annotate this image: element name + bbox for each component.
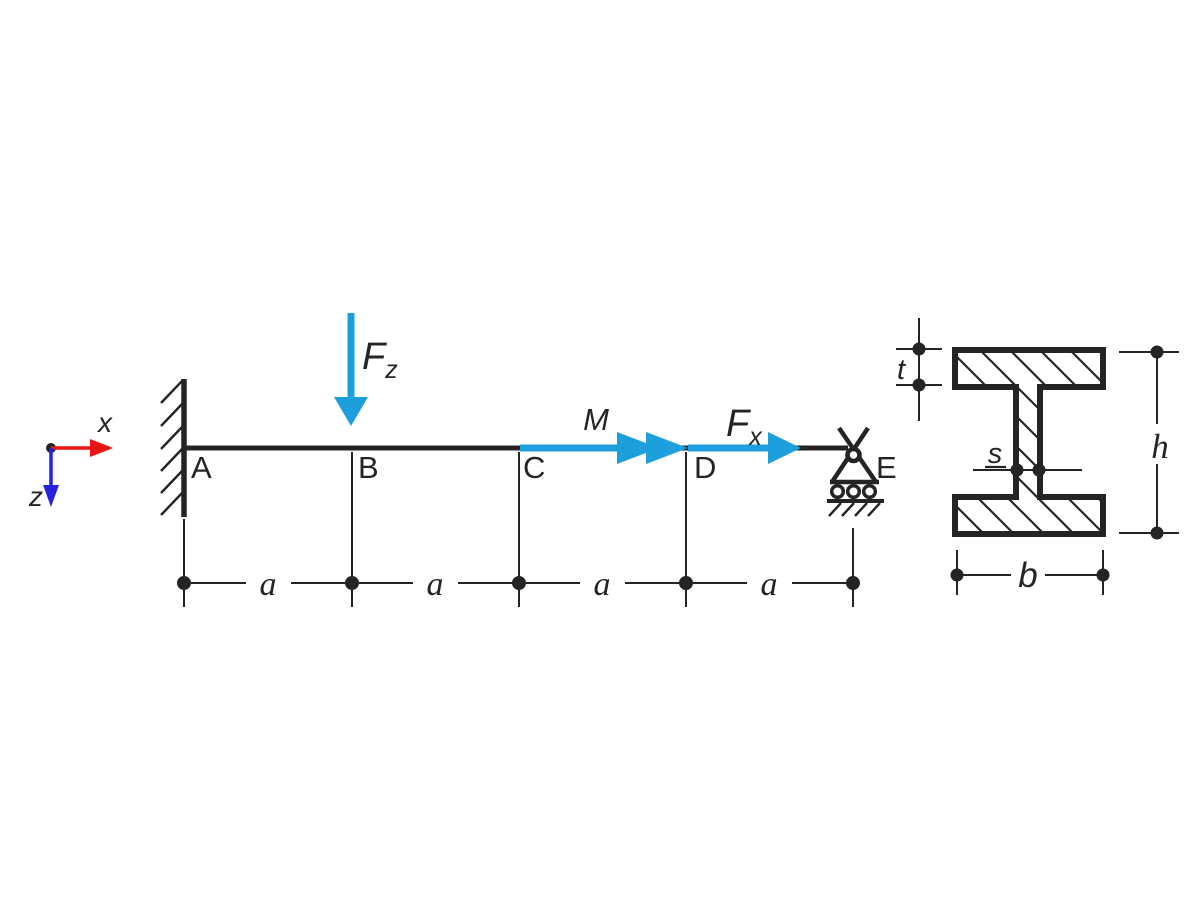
load-moment: M bbox=[520, 402, 688, 464]
dimension-dot bbox=[512, 576, 526, 590]
fz-symbol: F bbox=[362, 336, 387, 378]
moment-double-arrowhead-icon bbox=[646, 432, 688, 464]
fz-label: Fz bbox=[362, 336, 398, 384]
moment-arrowhead-icon bbox=[617, 432, 659, 464]
cross-section: t h s b bbox=[896, 318, 1179, 595]
support-rollers bbox=[829, 483, 878, 500]
point-label-d: D bbox=[694, 450, 716, 485]
span-label-cd: a bbox=[594, 566, 611, 603]
dimension-dot bbox=[846, 576, 860, 590]
dimension-dot bbox=[912, 378, 926, 392]
fx-subscript: x bbox=[748, 423, 763, 451]
moment-label: M bbox=[583, 402, 609, 437]
fz-arrowhead-icon bbox=[334, 397, 368, 426]
span-label-ab: a bbox=[260, 566, 277, 603]
dimension-dot bbox=[679, 576, 693, 590]
dim-flange-width: b bbox=[950, 550, 1110, 595]
z-axis-label: z bbox=[28, 481, 43, 512]
roller-circle bbox=[845, 483, 862, 500]
dim-flange-thickness: t bbox=[896, 318, 942, 421]
load-fx: Fx bbox=[688, 403, 801, 464]
ground-hatching bbox=[828, 502, 881, 517]
roller-circle bbox=[829, 483, 846, 500]
dimension-dot bbox=[1150, 526, 1164, 540]
x-axis-arrowhead-icon bbox=[90, 439, 113, 457]
dimension-dot bbox=[1150, 345, 1164, 359]
beam-point-labels: A B C D E bbox=[191, 450, 897, 485]
dimension-dots bbox=[177, 576, 860, 590]
fx-arrowhead-icon bbox=[768, 432, 801, 464]
dimension-dot bbox=[1032, 463, 1046, 477]
dimension-line: a a a a bbox=[177, 566, 860, 603]
dim-web-thickness: s bbox=[973, 438, 1082, 477]
fx-symbol: F bbox=[726, 403, 751, 445]
fixed-support-icon bbox=[160, 379, 187, 517]
coordinate-system: x z bbox=[28, 407, 113, 512]
fx-label: Fx bbox=[726, 403, 763, 451]
span-label-de: a bbox=[761, 566, 778, 603]
dimension-dot bbox=[177, 576, 191, 590]
roller-circle bbox=[861, 483, 878, 500]
point-label-b: B bbox=[358, 450, 379, 485]
point-label-c: C bbox=[523, 450, 545, 485]
point-label-a: A bbox=[191, 450, 212, 485]
load-fz: Fz bbox=[334, 313, 398, 426]
z-axis-arrowhead-icon bbox=[43, 485, 59, 507]
x-axis-label: x bbox=[96, 407, 113, 438]
i-beam-shape bbox=[952, 347, 1106, 537]
wall-hatching bbox=[160, 379, 184, 516]
dimension-dot bbox=[950, 568, 964, 582]
label-t: t bbox=[897, 354, 907, 386]
dim-section-height: h bbox=[1119, 345, 1179, 540]
dimension-dot bbox=[1010, 463, 1024, 477]
pin-circle bbox=[845, 446, 862, 464]
dimension-dot bbox=[912, 342, 926, 356]
fz-subscript: z bbox=[384, 356, 398, 384]
span-label-bc: a bbox=[427, 566, 444, 603]
dimension-dot bbox=[1096, 568, 1110, 582]
label-b: b bbox=[1018, 556, 1037, 595]
point-label-e: E bbox=[876, 450, 897, 485]
label-s: s bbox=[988, 438, 1003, 470]
dimension-dot bbox=[345, 576, 359, 590]
roller-support-icon bbox=[827, 426, 884, 517]
label-h: h bbox=[1151, 427, 1169, 466]
